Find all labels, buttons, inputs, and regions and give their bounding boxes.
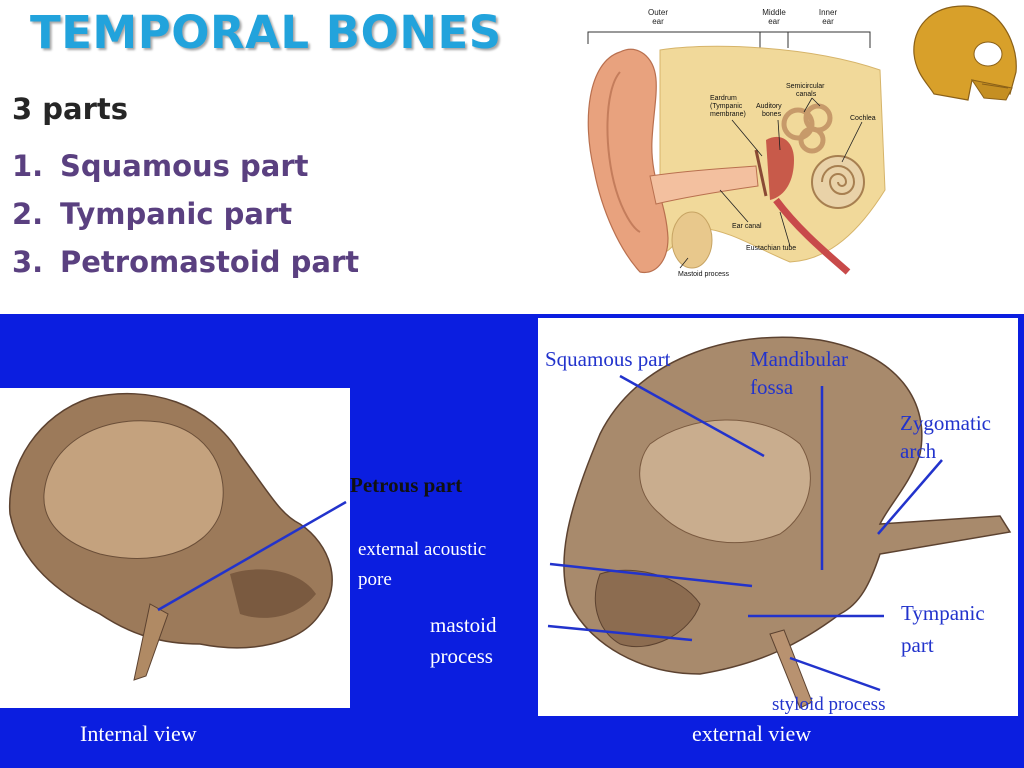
part-label: Squamous part: [60, 149, 309, 183]
part-number: 3.: [12, 245, 44, 279]
mastoid-process-shape: [671, 211, 713, 269]
caption-internal-view: Internal view: [80, 721, 197, 746]
label-ear-canal: Ear canal: [732, 223, 762, 230]
eustachian-tube: [773, 197, 851, 275]
label-eustachian-tube: Eustachian tube: [746, 245, 796, 252]
internal-view-bone: [8, 392, 333, 681]
external-view-bone: [563, 336, 1012, 709]
part-item-tympanic: 2. Tympanic part: [12, 193, 359, 241]
part-item-squamous: 1. Squamous part: [12, 145, 359, 193]
pinna-inner-fold: [606, 71, 641, 233]
semicircular-canals: [781, 103, 833, 154]
pointer-lines: [157, 374, 943, 692]
part-label: Tympanic part: [60, 197, 293, 231]
part-item-petromastoid: 3. Petromastoid part: [12, 241, 359, 289]
part-number: 1.: [12, 149, 44, 183]
label-squamous-part: Squamous part: [545, 347, 671, 371]
label-styloid-process: styloid process: [772, 694, 885, 715]
skull-jaw: [970, 79, 1013, 101]
parts-subtitle: 3 parts: [12, 92, 129, 126]
caption-external-view: external view: [692, 721, 811, 746]
middle-ear-cavity: [766, 136, 794, 200]
skull-thumbnail-image: [913, 5, 1017, 101]
part-label: Petromastoid part: [60, 245, 360, 279]
pinna: [587, 48, 669, 273]
label-cochlea: Cochlea: [850, 115, 876, 122]
part-number: 2.: [12, 197, 44, 231]
parts-list: 1. Squamous part 2. Tympanic part 3. Petrom…: [12, 145, 359, 289]
label-petrous-part: Petrous part: [350, 473, 462, 497]
label-mastoid-process: Mastoid process: [678, 271, 729, 278]
cochlea: [811, 155, 865, 209]
ear-canal: [649, 165, 759, 205]
eardrum: [754, 149, 768, 197]
skull-eye-socket: [973, 41, 1003, 67]
skull-teeth: [981, 83, 1009, 89]
slide-title: TEMPORAL BONES: [30, 6, 502, 59]
region-brackets: [587, 31, 871, 48]
ear-leader-lines: [679, 97, 863, 269]
